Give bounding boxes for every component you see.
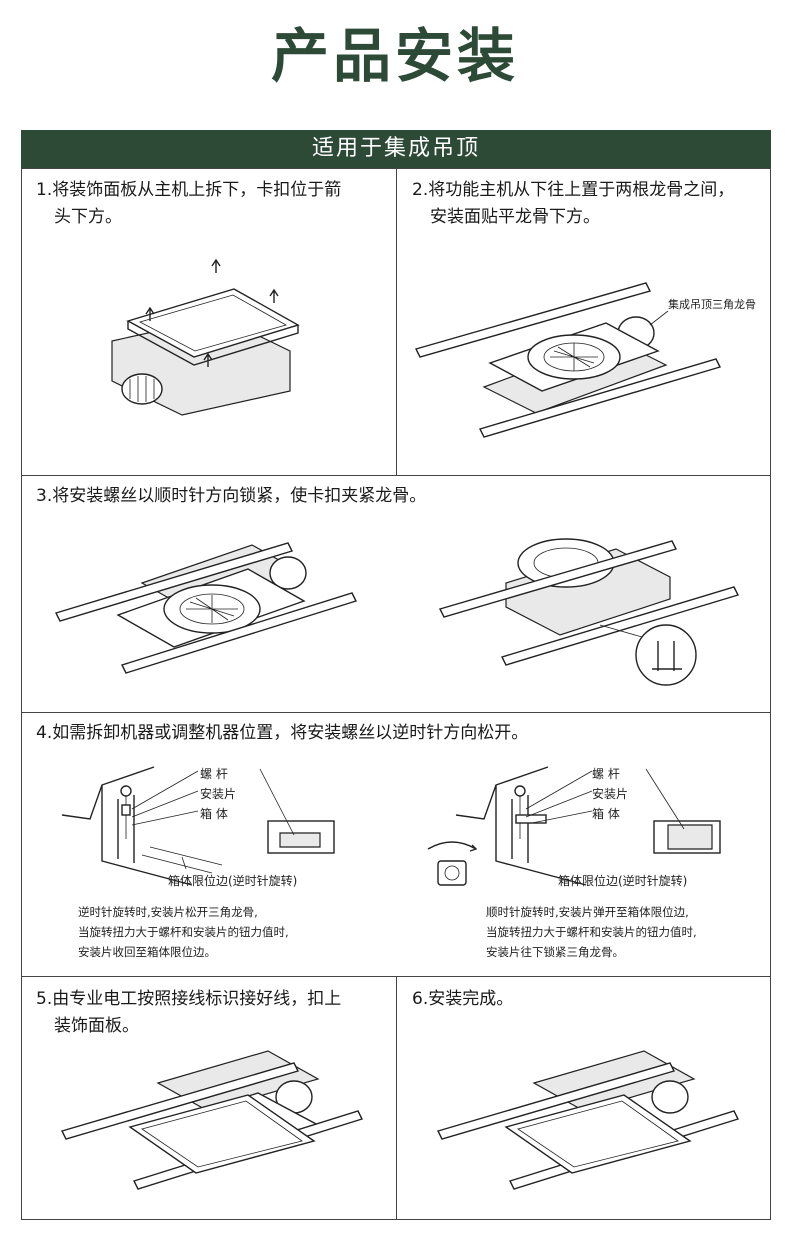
step-1-diagram bbox=[111, 258, 300, 416]
label-plate-right: 安装片 bbox=[592, 787, 629, 801]
step-4-right-note: 顺时针旋转时,安装片弹开至箱体限位边, 当旋转扭力大于螺杆和安装片的钮力值时, … bbox=[486, 905, 697, 959]
section-banner: 适用于集成吊顶 bbox=[21, 130, 771, 168]
step-2-text: 2.将功能主机从下往上置于两根龙骨之间， 安装面贴平龙骨下方。 bbox=[412, 180, 735, 227]
row-divider bbox=[22, 475, 770, 476]
rail-label: 集成吊顶三角龙骨 bbox=[668, 298, 756, 311]
column-divider bbox=[396, 976, 397, 1220]
step-6-diagram bbox=[436, 1050, 739, 1190]
instruction-grid: 1.将装饰面板从主机上拆下，卡扣位于箭 头下方。 2.将功能主机从下往上置于两根… bbox=[21, 168, 771, 1220]
label-box-left: 箱 体 bbox=[200, 807, 228, 821]
label-plate-left: 安装片 bbox=[200, 787, 237, 801]
step-2-diagram bbox=[414, 282, 721, 438]
step-3-diagram-left bbox=[55, 542, 357, 674]
label-screw-right: 螺 杆 bbox=[592, 767, 620, 781]
step-1-text: 1.将装饰面板从主机上拆下，卡扣位于箭 头下方。 bbox=[36, 180, 342, 227]
step-3-diagram-right bbox=[438, 538, 739, 686]
step-4-diagram-right bbox=[427, 766, 721, 886]
label-edge-right: 箱体限位边(逆时针旋转) bbox=[558, 874, 688, 888]
column-divider bbox=[396, 169, 397, 475]
row-divider bbox=[22, 712, 770, 713]
step-5-diagram bbox=[60, 1050, 363, 1190]
page-title: 产品安装 bbox=[270, 22, 519, 90]
label-screw-left: 螺 杆 bbox=[200, 767, 228, 781]
step-4-text: 4.如需拆卸机器或调整机器位置，将安装螺丝以逆时针方向松开。 bbox=[36, 723, 529, 743]
step-4-left-note: 逆时针旋转时,安装片松开三角龙骨, 当旋转扭力大于螺杆和安装片的钮力值时, 安装… bbox=[78, 905, 289, 959]
step-5-text: 5.由专业电工按照接线标识接好线，扣上 装饰面板。 bbox=[36, 989, 342, 1036]
label-box-right: 箱 体 bbox=[592, 807, 620, 821]
step-3-text: 3.将安装螺丝以顺时针方向锁紧，使卡扣夹紧龙骨。 bbox=[36, 486, 427, 506]
label-edge-left: 箱体限位边(逆时针旋转) bbox=[168, 874, 298, 888]
step-6-text: 6.安装完成。 bbox=[412, 989, 514, 1009]
step-4-diagram-left bbox=[61, 766, 335, 886]
